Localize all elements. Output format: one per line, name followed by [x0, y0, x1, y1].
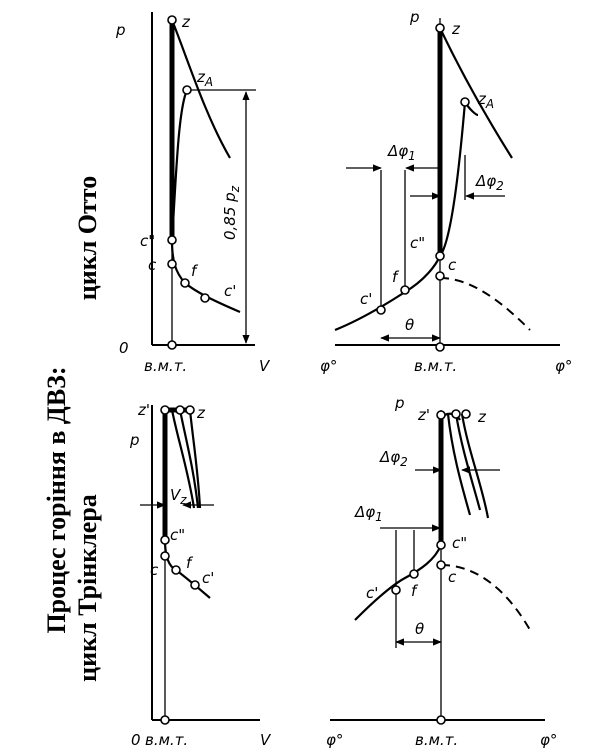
label-c: c — [148, 256, 157, 274]
point-c2 — [160, 535, 170, 545]
pressure-curve — [334, 101, 467, 332]
label-p: p — [394, 394, 405, 412]
label-c1: c' — [360, 290, 372, 308]
point-z — [435, 23, 445, 33]
point-c — [436, 560, 446, 570]
side-title: Процес горіння в ДВЗ: цикл Отто цикл Трі… — [42, 176, 102, 682]
point-z-a — [175, 405, 185, 415]
point-c — [167, 259, 177, 269]
label-zero: 0 — [119, 339, 129, 357]
label-theta: θ — [405, 316, 414, 334]
label-zero: 0 — [131, 731, 141, 749]
expansion-curve — [439, 27, 513, 159]
label-v: V — [259, 357, 271, 375]
side-title-otto: цикл Отто — [73, 176, 102, 300]
pressure-curve — [354, 544, 443, 621]
point-z-a — [451, 409, 461, 419]
label-v: V — [260, 731, 272, 749]
point-c1 — [391, 585, 401, 595]
label-za: zA — [196, 68, 213, 89]
side-title-trinkler: цикл Трінклера — [73, 494, 102, 682]
label-phi-left: φ° — [326, 731, 343, 749]
point-tdc — [167, 340, 177, 350]
label-f: f — [392, 268, 400, 286]
label-c1: c' — [202, 569, 214, 587]
point-c2 — [436, 540, 446, 550]
expansion-curve — [170, 19, 231, 159]
label-tdc: в.м.т. — [414, 357, 457, 375]
label-p: p — [129, 431, 140, 449]
expansion-curve-c — [188, 409, 202, 509]
label-vz: Vz — [170, 486, 187, 507]
side-title-line1: Процес горіння в ДВЗ: — [42, 366, 71, 633]
label-c: c — [150, 561, 159, 579]
point-c — [435, 271, 445, 281]
label-tdc: в.м.т. — [145, 731, 188, 749]
label-p: p — [409, 8, 420, 26]
point-c1 — [200, 293, 210, 303]
label-dphi1: Δφ1 — [387, 142, 416, 163]
point-tdc — [436, 715, 446, 725]
point-c — [160, 551, 170, 561]
point-c1 — [190, 580, 200, 590]
motoring-curve — [439, 277, 531, 331]
expansion-curve-b — [454, 413, 482, 511]
label-dphi1: Δφ1 — [354, 503, 383, 524]
label-f: f — [411, 582, 419, 600]
label-phi-left: φ° — [320, 357, 337, 375]
trinkler-pv-diagram: z' p z Vz c" c f c' 0 в.м.т. V — [129, 401, 272, 749]
label-p: p — [115, 21, 126, 39]
point-c2 — [435, 251, 445, 261]
label-zp: z' — [137, 401, 150, 419]
label-dphi2: Δφ2 — [475, 172, 504, 193]
point-z-b — [461, 409, 471, 419]
label-c: c — [448, 256, 457, 274]
label-phi-right: φ° — [555, 357, 572, 375]
label-c1: c' — [366, 584, 378, 602]
point-tdc — [435, 342, 445, 352]
label-c2: c" — [410, 234, 425, 252]
point-f — [409, 569, 419, 579]
label-c2: c" — [140, 232, 155, 250]
label-dphi2: Δφ2 — [379, 448, 408, 469]
point-c2 — [167, 235, 177, 245]
label-c2: c" — [452, 534, 467, 552]
label-z: z — [451, 20, 461, 38]
point-za — [460, 97, 470, 107]
label-z: z — [196, 404, 206, 422]
label-f: f — [186, 554, 194, 572]
label-c1: c' — [224, 282, 236, 300]
label-z: z — [477, 408, 487, 426]
expansion-curve-c — [460, 413, 490, 519]
point-z — [167, 15, 177, 25]
point-za — [182, 85, 192, 95]
expansion-curve-a — [446, 413, 472, 516]
label-f: f — [191, 262, 199, 280]
label-tdc: в.м.т. — [415, 731, 458, 749]
label-theta: θ — [415, 620, 424, 638]
otto-pv-diagram: p z zA c" c f c' 0 в.м.т. V 0,85 pz — [115, 12, 271, 375]
label-tdc: в.м.т. — [144, 357, 187, 375]
label-phi-right: φ° — [540, 731, 557, 749]
point-f — [171, 565, 181, 575]
label-z: z — [181, 13, 191, 31]
point-f — [400, 285, 410, 295]
label-zp: z' — [417, 406, 430, 424]
trinkler-phi-diagram: p z' z Δφ2 Δφ1 c" c f c' θ φ° в.м.т. φ° — [326, 394, 557, 749]
point-zp — [436, 410, 446, 420]
expansion-curve-a — [170, 409, 196, 509]
point-zp — [160, 405, 170, 415]
expansion-curve-b — [178, 409, 200, 509]
point-z-b — [185, 405, 195, 415]
label-c2: c" — [170, 526, 185, 544]
point-c1 — [376, 305, 386, 315]
rise-curve — [170, 89, 189, 241]
point-f — [180, 278, 190, 288]
label-c: c — [448, 568, 457, 586]
otto-phi-diagram: p z zA Δφ1 Δφ2 c" c f c' θ φ° в.м.т. φ° — [320, 8, 572, 375]
label-za: zA — [477, 90, 494, 111]
label-085pz: 0,85 pz — [221, 185, 242, 240]
point-tdc — [160, 715, 170, 725]
